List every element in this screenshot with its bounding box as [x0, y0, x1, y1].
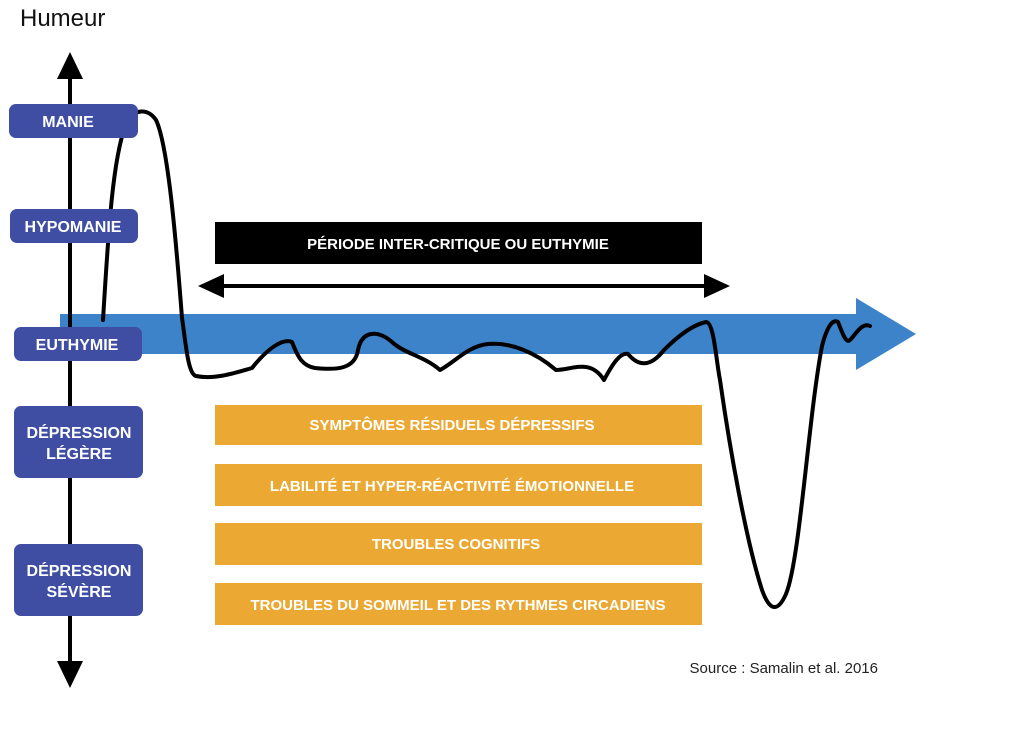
- svg-text:LABILITÉ ET HYPER-RÉACTIVITÉ É: LABILITÉ ET HYPER-RÉACTIVITÉ ÉMOTIONNELL…: [270, 478, 634, 495]
- period-duration-arrow: [198, 274, 730, 298]
- svg-text:DÉPRESSION: DÉPRESSION: [27, 423, 132, 442]
- residual-symptom-band: LABILITÉ ET HYPER-RÉACTIVITÉ ÉMOTIONNELL…: [215, 464, 702, 506]
- svg-text:TROUBLES COGNITIFS: TROUBLES COGNITIFS: [372, 536, 540, 553]
- axis-arrow-down: [57, 661, 83, 688]
- svg-text:TROUBLES DU SOMMEIL ET DES RYT: TROUBLES DU SOMMEIL ET DES RYTHMES CIRCA…: [250, 597, 665, 614]
- level-euthymia: EUTHYMIE: [14, 327, 142, 361]
- source-citation: Source : Samalin et al. 2016: [690, 660, 878, 677]
- inter-critical-period-label: PÉRIODE INTER-CRITIQUE OU EUTHYMIE: [215, 222, 702, 264]
- svg-text:EUTHYMIE: EUTHYMIE: [36, 337, 119, 354]
- svg-text:SÉVÈRE: SÉVÈRE: [47, 582, 112, 601]
- level-hypomania: HYPOMANIE: [10, 209, 138, 243]
- level-severe-depression: DÉPRESSION SÉVÈRE: [14, 544, 143, 616]
- svg-text:LÉGÈRE: LÉGÈRE: [46, 444, 112, 463]
- residual-symptom-band: TROUBLES DU SOMMEIL ET DES RYTHMES CIRCA…: [215, 583, 702, 625]
- svg-text:DÉPRESSION: DÉPRESSION: [27, 561, 132, 580]
- svg-text:SYMPTÔMES RÉSIDUELS DÉPRESSIFS: SYMPTÔMES RÉSIDUELS DÉPRESSIFS: [309, 416, 594, 434]
- timeline-arrow: [60, 298, 916, 370]
- axis-arrow-up: [57, 52, 83, 79]
- residual-symptom-band: TROUBLES COGNITIFS: [215, 523, 702, 565]
- level-mania: MANIE: [9, 104, 138, 138]
- svg-text:MANIE: MANIE: [42, 114, 94, 131]
- axis-title: Humeur: [20, 5, 105, 32]
- svg-text:PÉRIODE INTER-CRITIQUE OU EUTH: PÉRIODE INTER-CRITIQUE OU EUTHYMIE: [307, 236, 609, 253]
- svg-text:HYPOMANIE: HYPOMANIE: [25, 219, 122, 236]
- level-mild-depression: DÉPRESSION LÉGÈRE: [14, 406, 143, 478]
- residual-symptom-band: SYMPTÔMES RÉSIDUELS DÉPRESSIFS: [215, 405, 702, 445]
- mood-curve: [101, 109, 872, 609]
